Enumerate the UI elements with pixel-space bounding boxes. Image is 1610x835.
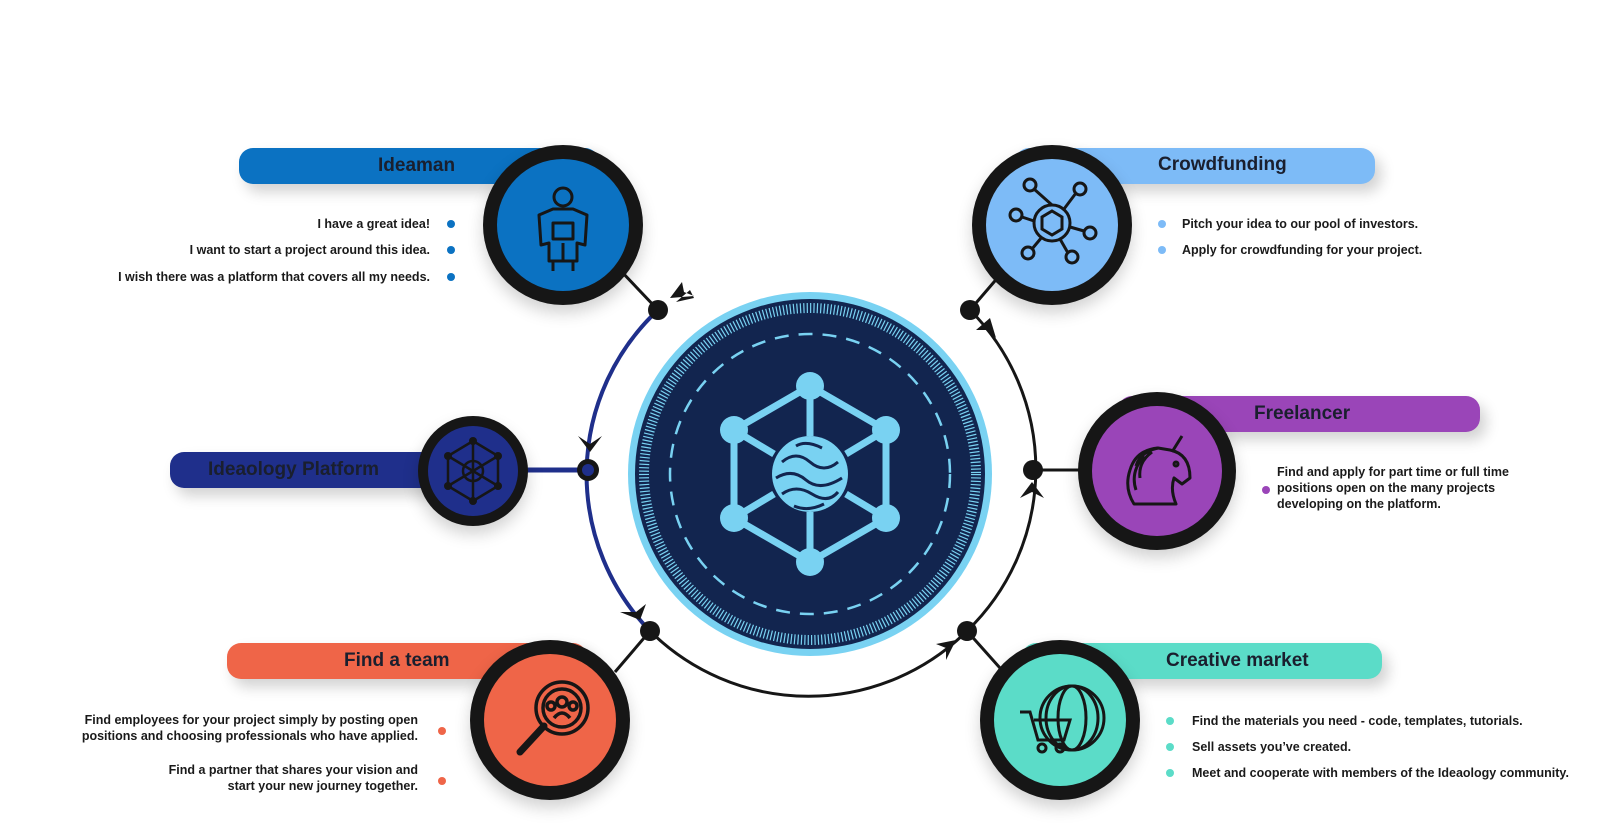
junction-dot [640, 621, 660, 641]
freelancer-title: Freelancer [1254, 403, 1351, 424]
arrow-chevron [578, 436, 602, 452]
platform-title: Ideaology Platform [208, 459, 380, 480]
crowdfunding-node [972, 145, 1132, 305]
hub-core-sphere [772, 436, 848, 512]
market-node [980, 640, 1140, 800]
platform-node [418, 416, 528, 526]
crowdfunding-title: Crowdfunding [1158, 154, 1287, 175]
team-bullet [438, 777, 446, 785]
crowdfunding-bullet [1158, 220, 1166, 228]
junction-dot [957, 621, 977, 641]
market-item: Find the materials you need - code, temp… [1192, 714, 1523, 728]
arrow-chevron [670, 282, 694, 302]
market-bullet [1166, 717, 1174, 725]
ideaman-item: I have a great idea! [317, 217, 430, 231]
arrow-chevron [976, 318, 996, 338]
ideaman-bullet [447, 220, 455, 228]
ideaman-item: I wish there was a platform that covers … [118, 270, 430, 284]
arrow-chevron [1020, 482, 1044, 498]
arrow-chevron [620, 604, 646, 620]
team-node [470, 640, 630, 800]
hub [628, 292, 992, 656]
ideaman-item: I want to start a project around this id… [189, 243, 430, 257]
ideaman-bullet [447, 273, 455, 281]
unicorn-icon [1126, 435, 1192, 506]
ring-arc-bottom [648, 629, 969, 698]
hub-dashed-ring [668, 332, 952, 616]
globe-cart-icon [1020, 684, 1106, 754]
hub-tick-ring [639, 303, 981, 645]
crowdfunding-item: Pitch your idea to our pool of investors… [1182, 217, 1419, 231]
team-item: Find employees for your project simply b… [81, 713, 418, 743]
junction-dot [582, 464, 594, 476]
arrow-chevron [936, 640, 956, 660]
ideaman-bullet [447, 246, 455, 254]
team-item: Find a partner that shares your vision a… [168, 763, 418, 793]
freelancer-bullet [1262, 486, 1270, 494]
freelancer-node [1078, 392, 1236, 550]
market-item: Meet and cooperate with members of the I… [1192, 766, 1569, 780]
junction-dot [1023, 460, 1043, 480]
team-title: Find a team [344, 650, 450, 671]
market-bullet [1166, 743, 1174, 751]
crowdfunding-item: Apply for crowdfunding for your project. [1182, 243, 1423, 257]
team-search-icon [516, 680, 590, 756]
crowdfunding-bullet [1158, 246, 1166, 254]
investor-network-icon [1008, 177, 1098, 265]
market-item: Sell assets you’ve created. [1192, 740, 1352, 754]
freelancer-item: Find and apply for part time or full tim… [1277, 465, 1509, 511]
junction-dot [648, 300, 668, 320]
junction-dot [960, 300, 980, 320]
superhero-icon [537, 186, 589, 271]
market-title: Creative market [1166, 650, 1309, 671]
arrow-chevrons [578, 282, 1044, 660]
team-bullet [438, 727, 446, 735]
ideaman-title: Ideaman [378, 155, 456, 176]
ideaman-node [483, 145, 643, 305]
network-hex-icon [444, 437, 502, 505]
market-bullet [1166, 769, 1174, 777]
